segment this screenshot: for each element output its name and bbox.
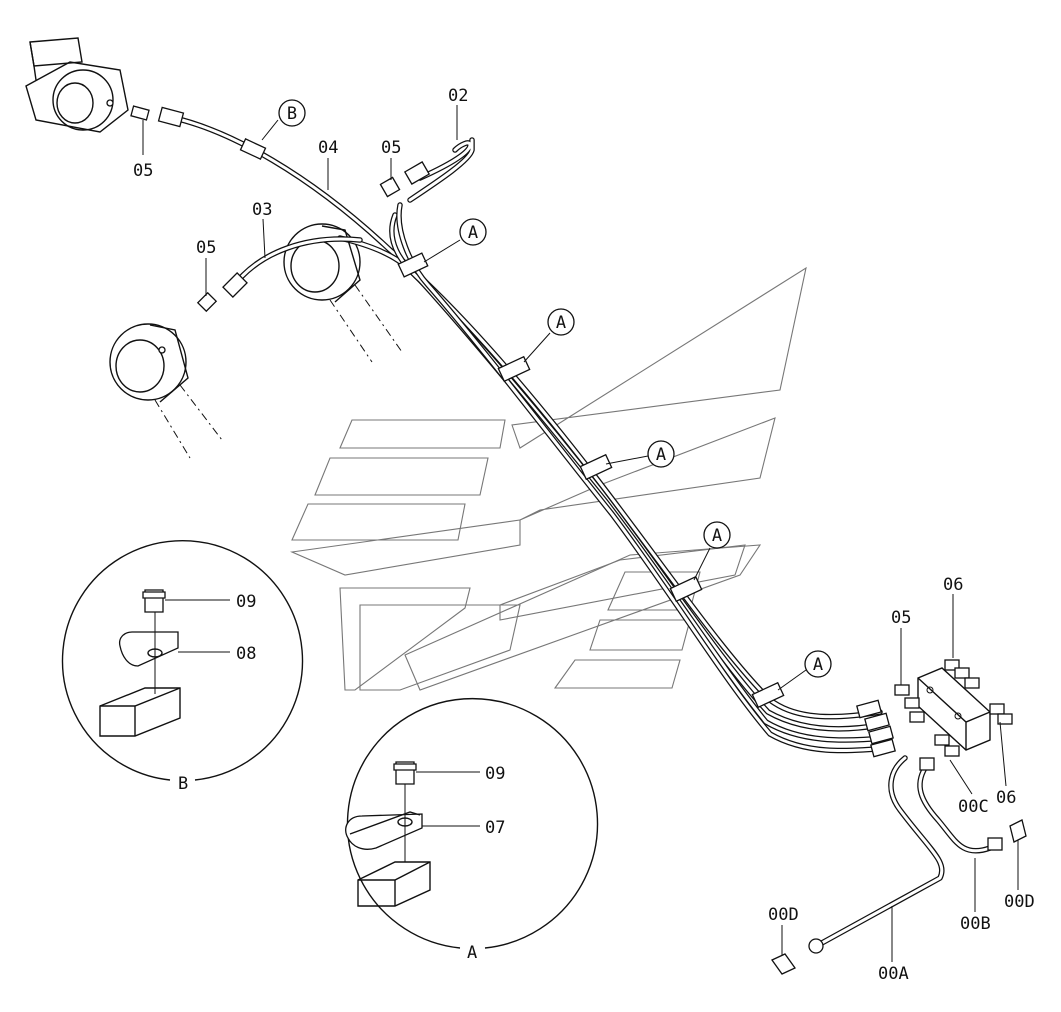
detail-a-label: A	[467, 943, 477, 963]
label-07: 07	[485, 818, 505, 838]
label-09-b: 09	[236, 592, 256, 612]
label-04: 04	[318, 138, 338, 158]
callout-a-3-text: A	[656, 445, 666, 465]
hose-end-fittings	[856, 699, 896, 758]
callout-a-2-text: A	[556, 313, 566, 333]
label-00d-right: 00D	[1004, 892, 1035, 912]
callout-a-1: A	[423, 218, 487, 263]
manifold-block	[894, 659, 1013, 757]
fitting-05-mid	[196, 272, 248, 313]
clamp-a-2	[497, 355, 531, 383]
fitting-05-left	[130, 105, 185, 128]
label-06-top: 06	[943, 575, 963, 595]
callout-a-1-text: A	[468, 223, 478, 243]
detail-b-label: B	[178, 774, 188, 794]
label-02: 02	[448, 86, 468, 106]
fitting-05-mid-top	[379, 161, 431, 198]
cylinder-left	[109, 323, 223, 459]
callout-b-main: B	[261, 99, 306, 141]
callout-a-5: A	[777, 650, 832, 691]
clamp-b	[239, 138, 267, 160]
detail-b	[61, 539, 304, 781]
label-05-left: 05	[133, 161, 153, 181]
clamp-a-1	[397, 252, 429, 278]
elbow-00d-left	[771, 953, 796, 975]
detail-a	[345, 697, 599, 949]
callout-a-5-text: A	[813, 655, 823, 675]
callout-a-4-text: A	[712, 526, 722, 546]
label-08: 08	[236, 644, 256, 664]
label-05-mid-top: 05	[381, 138, 401, 158]
clamp-a-4	[669, 575, 703, 603]
hose-bundle	[167, 114, 891, 754]
elbow-00d-right	[1009, 819, 1027, 843]
callout-a-2: A	[523, 308, 575, 363]
label-05-right: 05	[891, 608, 911, 628]
pipe-00a	[808, 755, 945, 954]
label-00d-left: 00D	[768, 905, 799, 925]
label-00a: 00A	[878, 964, 909, 984]
label-09-a: 09	[485, 764, 505, 784]
callout-a-3: A	[605, 440, 675, 468]
clamp-a-5	[751, 681, 785, 709]
label-00c: 00C	[958, 797, 989, 817]
label-06-bottom: 06	[996, 788, 1016, 808]
callout-a-4: A	[693, 521, 731, 581]
clamp-a-3	[579, 453, 613, 481]
pipe-00b	[917, 757, 1003, 854]
watermark-logo	[289, 266, 807, 691]
callout-b-text: B	[287, 104, 297, 124]
part-labels: 02 04 05 03 05 05 06 05 06 00C 00B 00D 0…	[133, 86, 1035, 984]
leader-lines	[142, 105, 1019, 962]
label-03: 03	[252, 200, 272, 220]
pump-housing	[25, 37, 129, 133]
label-00b: 00B	[960, 914, 991, 934]
label-05-mid: 05	[196, 238, 216, 258]
